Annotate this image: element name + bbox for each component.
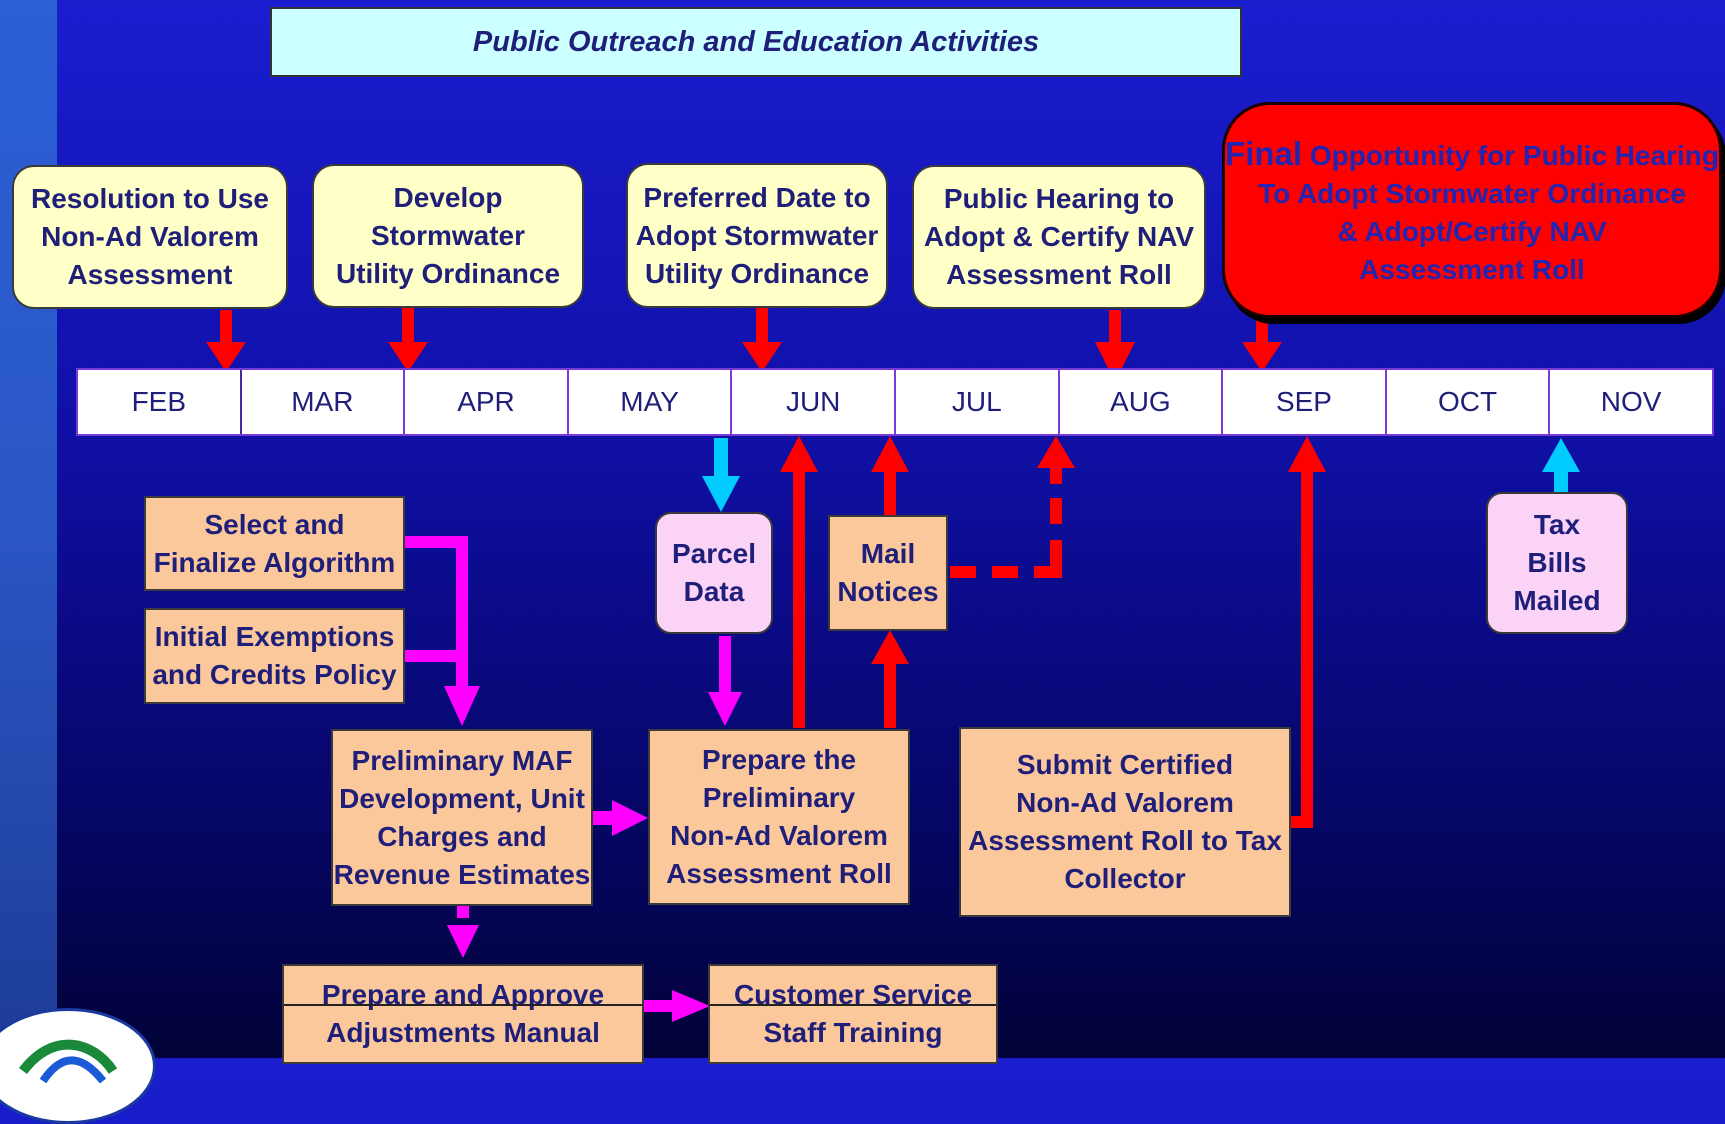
- submit-line: Non-Ad Valorem: [1016, 787, 1234, 818]
- month-mar: MAR: [242, 370, 406, 434]
- month-jul: JUL: [896, 370, 1060, 434]
- page-title: Public Outreach and Education Activities: [270, 7, 1242, 77]
- month-may: MAY: [569, 370, 733, 434]
- hearing-line: Public Hearing to: [943, 183, 1175, 214]
- select-algorithm-box: Select and Finalize Algorithm: [144, 496, 405, 591]
- submit-certified-box: Submit Certified Non-Ad Valorem Assessme…: [959, 727, 1291, 917]
- mail-line: Notices: [837, 576, 939, 607]
- select-line: Select and: [204, 508, 345, 540]
- cyan-arrows: [702, 438, 1580, 512]
- prepare-preliminary-box: Prepare the Preliminary Non-Ad Valorem A…: [648, 729, 910, 905]
- customer-line: Customer Service: [733, 979, 973, 1010]
- preferred-line: Utility Ordinance: [644, 257, 870, 289]
- public-hearing-box: Public Hearing to Adopt & Certify NAV As…: [912, 165, 1206, 309]
- adjustments-line: Adjustments Manual: [326, 1017, 600, 1048]
- magenta-arrows: [405, 536, 742, 1022]
- month-timeline: FEB MAR APR MAY JUN JUL AUG SEP OCT NOV: [76, 368, 1714, 436]
- initial-line: and Credits Policy: [152, 659, 397, 690]
- month-sep: SEP: [1223, 370, 1387, 434]
- month-aug: AUG: [1060, 370, 1224, 434]
- customer-line: Staff Training: [763, 1017, 943, 1048]
- initial-line: Initial Exemptions: [154, 621, 395, 652]
- resolution-box: Resolution to Use Non-Ad Valorem Assessm…: [12, 165, 288, 309]
- final-line: Assessment Roll: [1359, 254, 1585, 285]
- tax-bills-box: Tax Bills Mailed: [1486, 492, 1628, 634]
- submit-line: Collector: [1064, 863, 1186, 894]
- preferred-line: Preferred Date to: [643, 181, 871, 213]
- final-opportunity-box: Final Opportunity for Public Hearing To …: [1222, 102, 1722, 318]
- adjustments-manual-box: Prepare and Approve Adjustments Manual: [282, 964, 644, 1064]
- mail-line: Mail: [860, 538, 916, 569]
- submit-line: Submit Certified: [1016, 749, 1234, 780]
- preliminary-maf-box: Preliminary MAF Development, Unit Charge…: [331, 729, 593, 906]
- logo-icon: [19, 1039, 118, 1084]
- prelim-line: Non-Ad Valorem: [670, 820, 888, 851]
- prelim-line: Preliminary: [702, 782, 856, 813]
- month-oct: OCT: [1387, 370, 1551, 434]
- dashed-red-arrow: [950, 436, 1075, 578]
- resolution-line: Resolution to Use: [30, 183, 269, 214]
- month-nov: NOV: [1600, 386, 1662, 417]
- maf-line: Charges and: [377, 820, 547, 852]
- tax-line: Bills: [1527, 547, 1587, 578]
- preferred-line: Adopt Stormwater: [635, 219, 879, 251]
- initial-exemptions-box: Initial Exemptions and Credits Policy: [144, 608, 405, 704]
- submit-line: Assessment Roll to Tax: [968, 825, 1282, 856]
- resolution-line: Non-Ad Valorem: [41, 221, 259, 252]
- preferred-date-box: Preferred Date to Adopt Stormwater Utili…: [626, 163, 888, 308]
- develop-ordinance-box: Develop Stormwater Utility Ordinance: [312, 164, 584, 308]
- develop-line: Utility Ordinance: [335, 258, 561, 289]
- mail-notices-box: Mail Notices: [828, 515, 948, 631]
- prelim-line: Assessment Roll: [666, 858, 892, 889]
- arrows-layer: [206, 308, 1580, 1022]
- month-jun: JUN: [732, 370, 896, 434]
- final-line: Final Opportunity for Public Hearing: [1225, 135, 1719, 172]
- strike-line: [710, 1004, 996, 1006]
- tax-line: Mailed: [1513, 585, 1601, 616]
- hearing-line: Assessment Roll: [946, 259, 1172, 290]
- adjustments-line: Prepare and Approve: [321, 979, 605, 1010]
- hearing-line: Adopt & Certify NAV: [923, 221, 1195, 252]
- maf-line: Preliminary MAF: [351, 744, 573, 776]
- month-apr: APR: [405, 370, 569, 434]
- month-feb: FEB: [78, 370, 242, 434]
- red-up-arrows: [780, 436, 1326, 828]
- customer-service-box: Customer Service Staff Training: [708, 964, 998, 1064]
- maf-line: Development, Unit: [339, 782, 585, 814]
- strike-line: [284, 1004, 642, 1006]
- tax-line: Tax: [1533, 509, 1581, 540]
- final-line: & Adopt/Certify NAV: [1337, 216, 1607, 247]
- resolution-line: Assessment: [67, 259, 233, 290]
- parcel-line: Parcel: [671, 538, 757, 569]
- parcel-line: Data: [683, 576, 745, 607]
- develop-line: Develop Stormwater: [370, 182, 526, 251]
- red-down-arrows: [206, 308, 1282, 382]
- maf-line: Revenue Estimates: [333, 858, 591, 890]
- parcel-data-box: Parcel Data: [655, 512, 773, 634]
- final-line: To Adopt Stormwater Ordinance: [1258, 178, 1686, 209]
- prelim-line: Prepare the: [701, 744, 857, 775]
- select-line: Finalize Algorithm: [153, 546, 396, 578]
